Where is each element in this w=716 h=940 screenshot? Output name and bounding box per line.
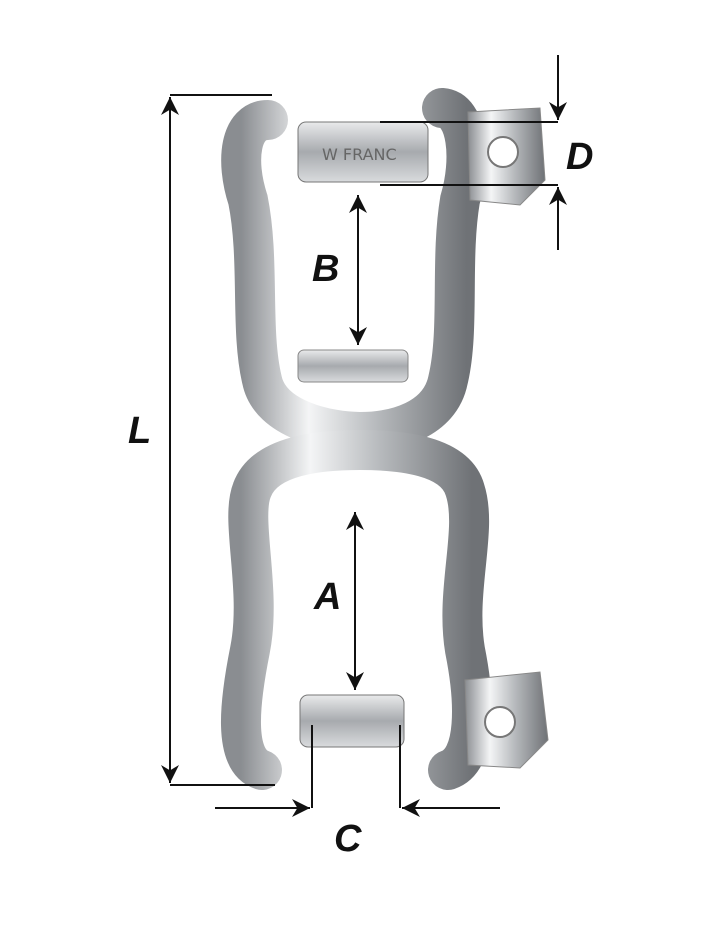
dimension-label-D: D (566, 136, 594, 178)
swivel-head (297, 349, 409, 383)
pin-logo: W FRANC (322, 145, 397, 164)
dimension-label-C: C (334, 818, 362, 860)
top-pin (297, 121, 429, 183)
bottom-shackle (221, 429, 549, 790)
dimension-label-A: A (314, 576, 342, 618)
top-shackle: W FRANC (221, 88, 546, 453)
dimension-label-B: B (312, 248, 340, 290)
dimension-label-L: L (128, 410, 152, 452)
dimension-lines (161, 55, 567, 817)
bottom-pin (299, 694, 405, 748)
